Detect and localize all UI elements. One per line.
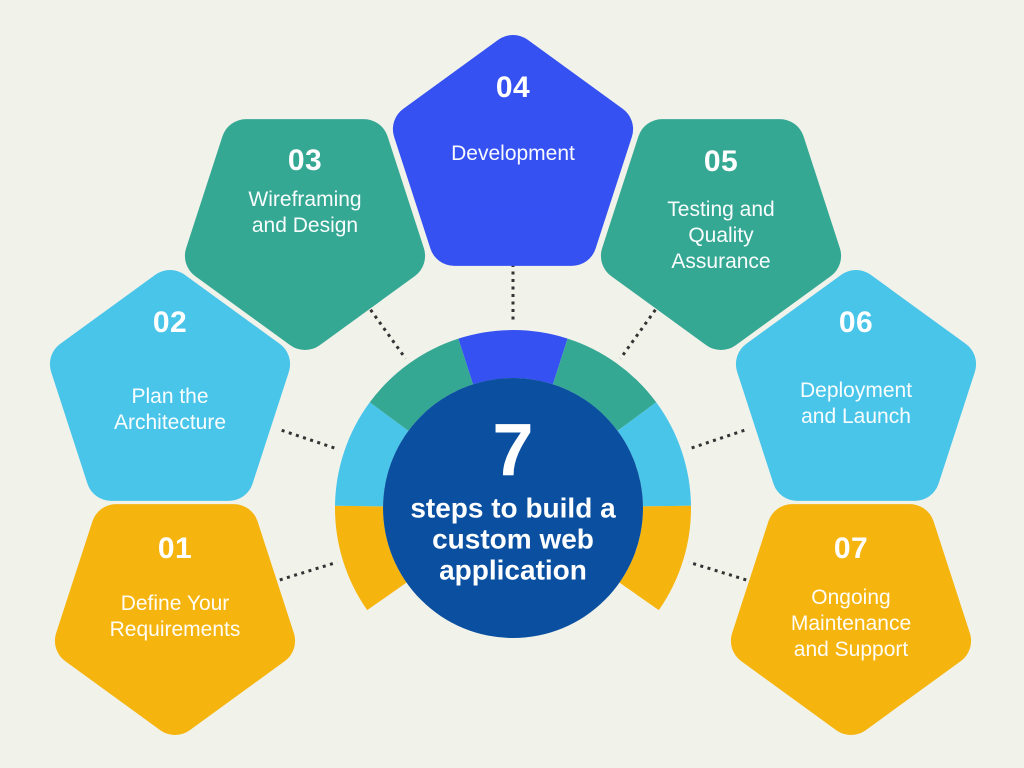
pentagon-step-02 [49, 270, 291, 501]
connector-step-07 [688, 560, 747, 582]
connector-step-01 [279, 560, 338, 582]
ring-segment-06 [617, 402, 691, 507]
connector-step-05 [619, 308, 657, 360]
ring-segment-07 [619, 505, 692, 611]
segmented-ring [334, 330, 692, 611]
connector-lines [279, 264, 747, 582]
ring-segment-03 [369, 338, 474, 431]
pentagon-step-05 [600, 119, 842, 350]
step-pentagons [49, 35, 977, 735]
pentagon-step-03 [184, 119, 426, 350]
connector-step-03 [369, 308, 407, 360]
connector-step-02 [281, 428, 340, 451]
ring-segment-05 [552, 338, 657, 431]
ring-segment-04 [458, 330, 568, 385]
ring-segment-02 [335, 402, 409, 507]
pentagon-step-07 [730, 504, 972, 735]
ring-segment-01 [334, 505, 407, 611]
pentagon-step-04 [392, 35, 634, 266]
pentagon-step-01 [54, 504, 296, 735]
pentagon-step-06 [735, 270, 977, 501]
connector-step-06 [686, 428, 745, 451]
center-circle [383, 378, 643, 638]
